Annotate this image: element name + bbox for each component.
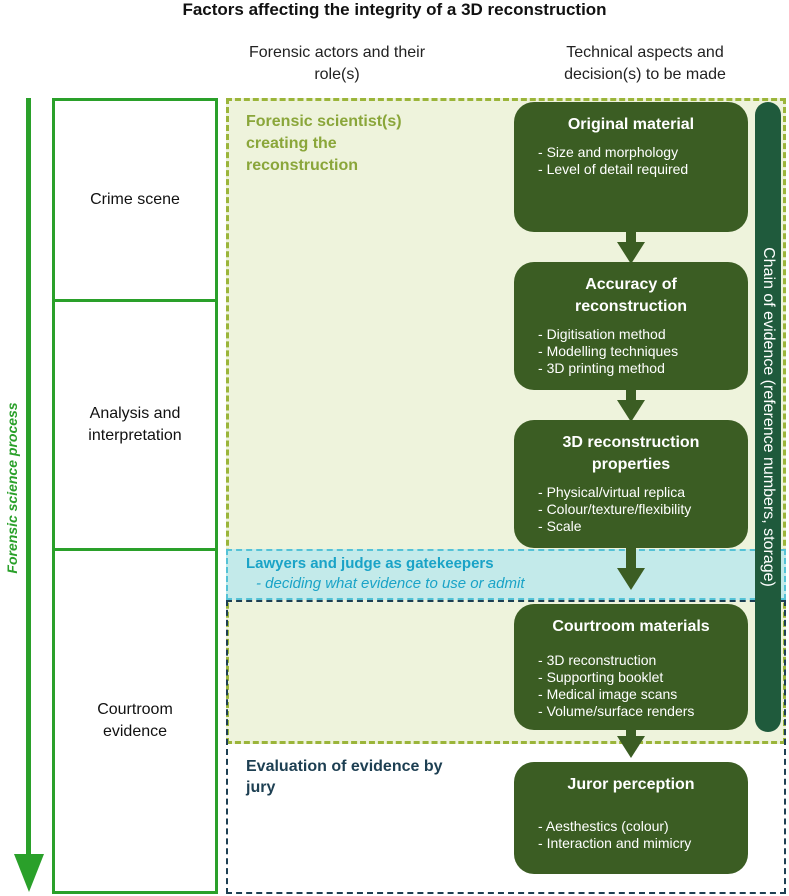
- stage-crime-scene: Crime scene: [52, 98, 218, 302]
- node-title: Accuracy of reconstruction: [574, 276, 687, 315]
- jury-zone: [226, 600, 786, 894]
- forensic-scientist-label: Forensic scientist(s) creating the recon…: [246, 113, 402, 174]
- node-item: Scale: [538, 518, 734, 535]
- node-item: Colour/texture/flexibility: [538, 501, 734, 518]
- lawyers-sublabel: - deciding what evidence to use or admit: [256, 575, 525, 592]
- node-accuracy: Accuracy of reconstruction Digitisation …: [514, 262, 748, 390]
- chain-of-evidence-bar: [755, 102, 781, 732]
- node-title: Original material: [567, 116, 695, 133]
- diagram-title: Factors affecting the integrity of a 3D …: [182, 0, 607, 19]
- stage-courtroom: Courtroom evidence: [52, 548, 218, 894]
- node-item: Supporting booklet: [538, 669, 734, 686]
- node-juror-perception: Juror perception Aesthestics (colour) In…: [514, 762, 748, 874]
- node-item: Size and morphology: [538, 144, 734, 161]
- flow-arrow-4: [617, 730, 645, 758]
- lawyers-label: Lawyers and judge as gatekeepers: [246, 555, 494, 572]
- node-properties: 3D reconstruction properties Physical/vi…: [514, 420, 748, 548]
- node-item: Medical image scans: [538, 686, 734, 703]
- flow-arrow-1: [617, 230, 645, 264]
- node-item: Modelling techniques: [538, 343, 734, 360]
- stage-analysis: Analysis and interpretation: [52, 299, 218, 551]
- process-label: Forensic science process: [4, 402, 20, 574]
- flow-arrow-3: [617, 546, 645, 590]
- node-item: 3D printing method: [538, 360, 734, 377]
- technical-column-header: Technical aspects and decision(s) to be …: [564, 44, 726, 83]
- process-arrow: [14, 98, 44, 894]
- flow-arrow-2: [617, 388, 645, 422]
- actors-column-header: Forensic actors and their role(s): [248, 44, 426, 83]
- node-item: Digitisation method: [538, 326, 734, 343]
- node-item: 3D reconstruction: [538, 652, 734, 669]
- node-courtroom-materials: Courtroom materials 3D reconstruction Su…: [514, 604, 748, 730]
- node-item: Aesthestics (colour): [538, 818, 734, 835]
- chain-of-evidence-label: Chain of evidence (reference numbers, st…: [760, 247, 777, 587]
- node-item: Interaction and mimicry: [538, 835, 734, 852]
- jury-label: Evaluation of evidence by jury: [246, 758, 443, 796]
- node-title: 3D reconstruction properties: [562, 434, 700, 473]
- node-title: Courtroom materials: [552, 618, 710, 635]
- node-item: Level of detail required: [538, 161, 734, 178]
- node-title: Juror perception: [567, 776, 695, 793]
- node-original-material: Original material Size and morphology Le…: [514, 102, 748, 232]
- node-item: Volume/surface renders: [538, 703, 734, 720]
- lawyers-zone: [226, 549, 786, 600]
- node-item: Physical/virtual replica: [538, 484, 734, 501]
